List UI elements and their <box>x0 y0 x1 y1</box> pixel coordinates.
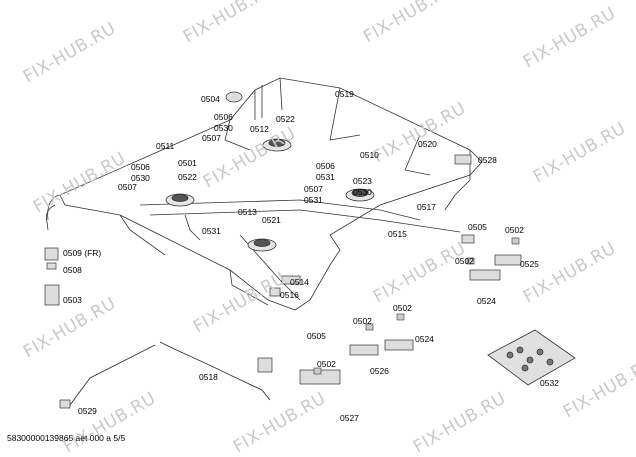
part-0529-probe <box>59 399 71 409</box>
part-label: 0514 <box>290 277 309 287</box>
part-label: 0505 <box>468 222 487 232</box>
part-0503-nozzle-holder <box>44 284 60 306</box>
part-label: 0502 <box>505 225 524 235</box>
part-label: 0530 <box>131 173 150 183</box>
part-label: 0501 <box>178 158 197 168</box>
part-0528-terminal-block <box>454 154 472 165</box>
burner-group <box>165 138 375 252</box>
part-label: 0524 <box>477 296 496 306</box>
part-0504-nut <box>225 91 243 103</box>
part-label: 0520 <box>418 139 437 149</box>
part-0516 <box>269 287 281 297</box>
part-label: 0502 <box>393 303 412 313</box>
part-label: 0532 <box>540 378 559 388</box>
part-0525-injector-set <box>494 254 522 266</box>
part-label: 0516 <box>280 290 299 300</box>
part-label: 0524 <box>415 334 434 344</box>
part-label: 0506 <box>316 161 335 171</box>
part-label: 0528 <box>478 155 497 165</box>
part-0518-thermocouple-head <box>257 357 273 373</box>
part-label: 0527 <box>340 413 359 423</box>
part-label: 0531 <box>202 226 221 236</box>
document-footer: 58300000139865 aet 000 a 5/5 <box>7 433 126 443</box>
part-label: 0518 <box>199 372 218 382</box>
part-label: 0502 <box>455 256 474 266</box>
part-label: 0517 <box>417 202 436 212</box>
part-label: 0521 <box>262 215 281 225</box>
part-label: 0508 <box>63 265 82 275</box>
part-label: 0503 <box>63 295 82 305</box>
part-0524b-injector-set <box>384 339 414 351</box>
part-label: 0523 <box>353 176 372 186</box>
thermocouple-cable <box>159 341 271 401</box>
part-label: 0522 <box>276 114 295 124</box>
part-label: 0507 <box>304 184 323 194</box>
part-0532-injector-kit <box>487 329 576 386</box>
part-label: 0502 <box>317 359 336 369</box>
part-label: 0515 <box>388 229 407 239</box>
part-label: 0530 <box>214 123 233 133</box>
part-label: 0506 <box>131 162 150 172</box>
part-0524-injector-set <box>469 269 501 281</box>
part-label: 0531 <box>316 172 335 182</box>
part-label: 0507 <box>202 133 221 143</box>
part-label: 0522 <box>178 172 197 182</box>
part-0508-seal <box>46 262 57 270</box>
part-label: 0510 <box>360 150 379 160</box>
part-label: 0509 (FR) <box>63 248 102 258</box>
part-0526-injector-set <box>349 344 379 356</box>
part-label: 0504 <box>201 94 220 104</box>
part-label: 0502 <box>353 316 372 326</box>
part-0514 <box>281 275 301 285</box>
gas-manifold <box>139 199 421 221</box>
part-label: 0513 <box>238 207 257 217</box>
part-label: 0525 <box>520 259 539 269</box>
part-0505-fitting <box>461 234 475 244</box>
part-label: 0511 <box>156 141 175 151</box>
part-label: 0526 <box>370 366 389 376</box>
part-label: 0506 <box>214 112 233 122</box>
part-label: 0505 <box>307 331 326 341</box>
part-label: 0519 <box>335 89 354 99</box>
part-label: 0512 <box>250 124 269 134</box>
part-label: 0531 <box>304 195 323 205</box>
part-0509-valve-body <box>44 247 59 261</box>
part-label: 0507 <box>118 182 137 192</box>
part-label: 0529 <box>78 406 97 416</box>
part-label: 0530 <box>353 187 372 197</box>
